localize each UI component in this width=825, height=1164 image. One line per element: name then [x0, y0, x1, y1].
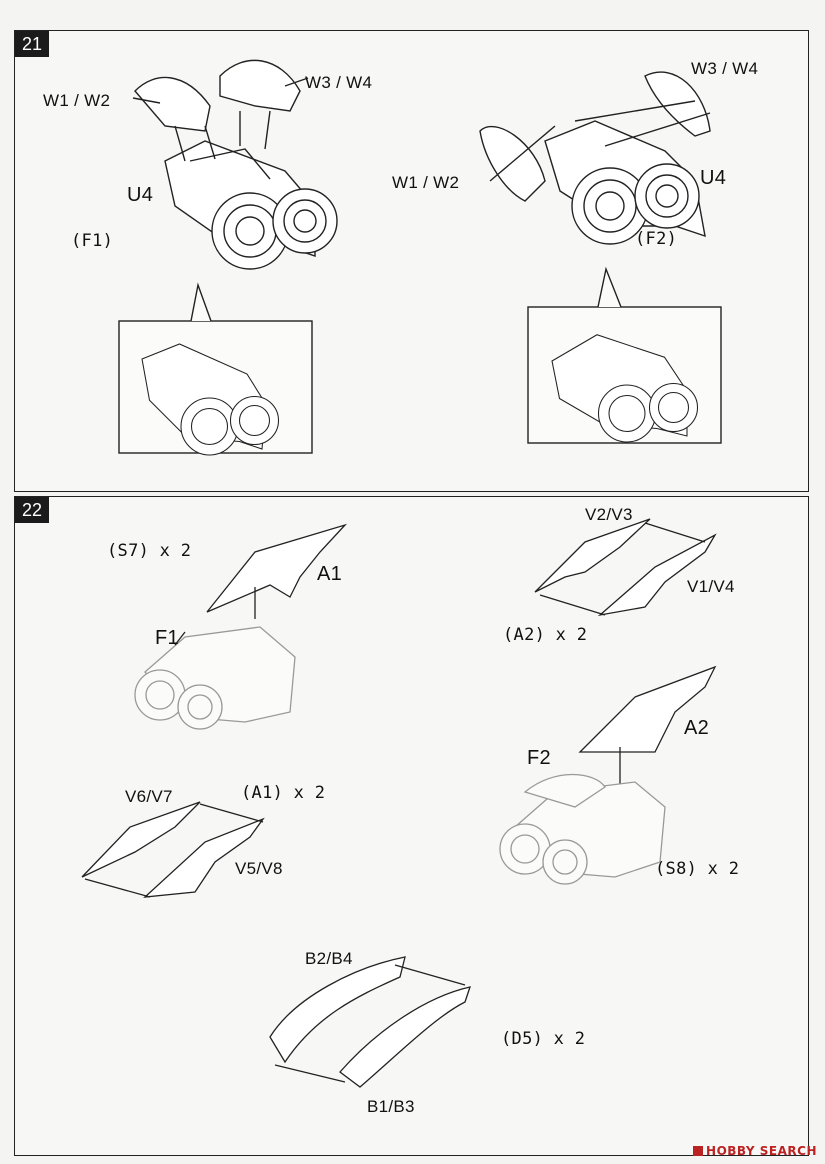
part-v1v4: [597, 533, 717, 617]
step-number: 21: [15, 31, 49, 57]
step-22-illustration: [81, 518, 717, 1088]
part-label-v5v8: V5/V8: [235, 859, 283, 878]
part-label-w1w2-right: W1 / W2: [392, 173, 460, 192]
part-v6v7: [81, 801, 201, 878]
engine-assembly-f1: [164, 140, 338, 270]
cover-w1w2-right: [479, 125, 546, 202]
engine-f2: [499, 773, 666, 885]
part-label-a2: A2: [684, 717, 710, 739]
section-label-a2: (A2) x 2: [503, 625, 588, 645]
hobby-search-logo-icon: [693, 1146, 704, 1156]
variant-label-f2: (F2): [635, 229, 678, 249]
part-label-w3w4-left: W3 / W4: [305, 73, 373, 92]
part-label-f1: F1: [155, 627, 179, 649]
section-label-s7: (S7) x 2: [107, 541, 192, 561]
part-b1b3: [339, 986, 471, 1088]
part-label-v1v4: V1/V4: [687, 577, 735, 596]
part-label-b1b3: B1/B3: [367, 1097, 415, 1116]
cover-w1w2-left: [134, 76, 211, 132]
panel-a2: [578, 665, 717, 753]
variant-label-f1: (F1): [71, 231, 114, 251]
part-label-w3w4-right: W3 / W4: [691, 59, 759, 78]
step-22-panel: 22: [14, 496, 809, 1156]
step-21-illustration: [118, 59, 722, 456]
part-label-u4-left: U4: [127, 184, 154, 206]
step-21-panel: 21: [14, 30, 809, 492]
part-label-w1w2-left: W1 / W2: [43, 91, 111, 110]
panel-a1: [206, 523, 348, 613]
section-label-s8: (S8) x 2: [655, 859, 740, 879]
part-label-v2v3: V2/V3: [585, 505, 633, 524]
part-label-b2b4: B2/B4: [305, 949, 353, 968]
step-number: 22: [15, 497, 49, 523]
section-label-d5: (D5) x 2: [501, 1029, 586, 1049]
part-label-v6v7: V6/V7: [125, 787, 173, 806]
part-v5v8: [143, 817, 265, 898]
engine-assembly-f2: [544, 120, 706, 245]
part-b2b4: [269, 956, 406, 1064]
part-v2v3: [534, 518, 651, 593]
cover-w3w4-left: [219, 59, 301, 112]
part-label-a1: A1: [317, 563, 343, 585]
watermark: HOBBY SEARCH: [693, 1144, 817, 1158]
part-label-f2: F2: [527, 747, 551, 769]
section-label-a1: (A1) x 2: [241, 783, 326, 803]
engine-f1: [134, 626, 296, 730]
part-label-u4-right: U4: [700, 167, 727, 189]
